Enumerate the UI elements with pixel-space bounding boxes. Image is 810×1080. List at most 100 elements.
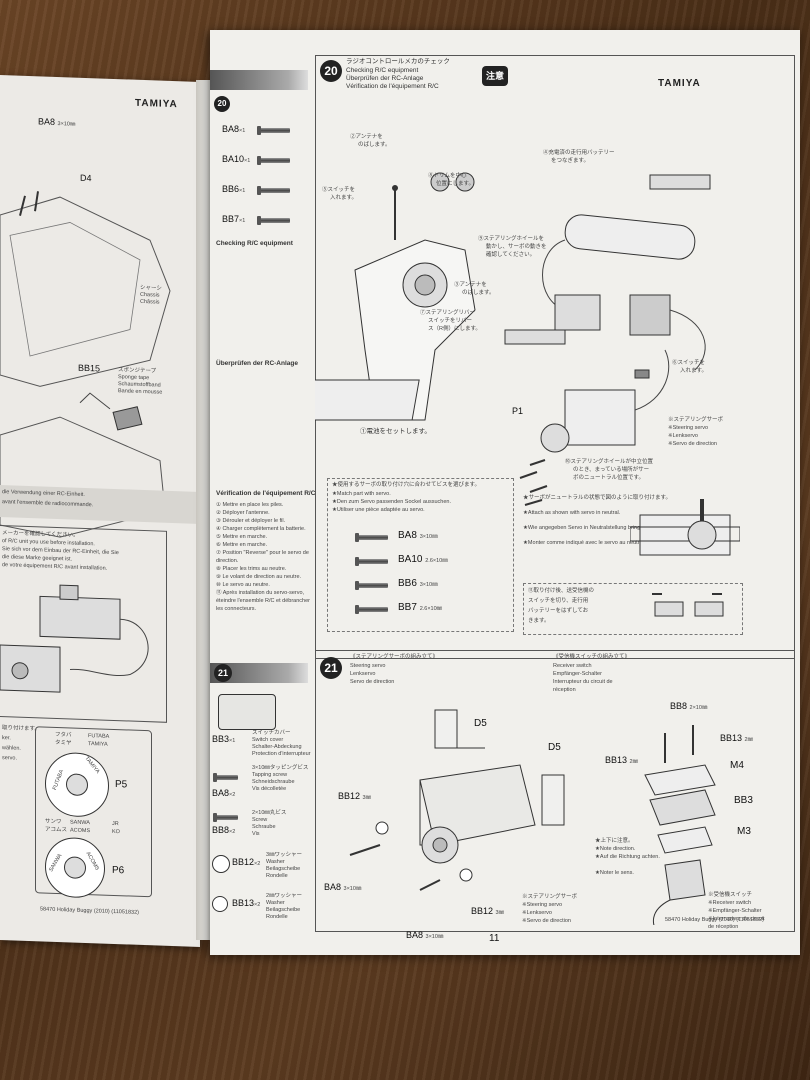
left-rx-illustration: [0, 584, 149, 693]
checklist-fr-item: les connecteurs.: [216, 606, 257, 612]
checklist-fr-item: direction.: [216, 558, 239, 564]
step21-side-bar: [210, 663, 308, 683]
label-battery-4b: をつなぎます。: [551, 158, 589, 164]
attach-note-fr: ★Monter comme indiqué avec le servo au n…: [523, 540, 645, 546]
parts-ba8: BA8×2: [212, 788, 236, 798]
label-note-en: ★Note direction.: [595, 846, 636, 852]
disc-hub-p5: [66, 773, 88, 797]
side-screw-1: [257, 156, 290, 165]
step21-switch-title-fr1: Interrupteur du circuit de: [553, 679, 613, 685]
screw-option-bb7: BB7 2.6×10㎜: [398, 602, 443, 613]
label-m3: M3: [737, 826, 751, 837]
label-reverse-7b: スイッチをリバー: [428, 318, 473, 324]
step20-title-de: Überprüfen der RC-Anlage: [346, 75, 424, 82]
left-page: TAMIYA BA8 3×10㎜ D4 シャーシ Chassis Châssis…: [0, 75, 200, 947]
checklist-fr-item: ⑪ Après installation du servo-servo,: [216, 590, 305, 596]
checklist-fr-item: ③ Dérouler et déployer le fil.: [216, 518, 286, 524]
checklist-fr-item: ④ Charger complètement la batterie.: [216, 526, 306, 532]
left-chassis-label-ja: シャーシ: [140, 284, 162, 292]
parts-bb3: BB3×1: [212, 734, 236, 744]
jr-label: JR: [112, 820, 119, 828]
parts-bb13-en: Washer: [266, 900, 285, 906]
left-part-bb15: BB15: [78, 362, 101, 374]
servo-neutral-illustration: [630, 499, 740, 556]
book-spine-fold: [196, 80, 214, 940]
label-neutral-10: ⑩ステアリングホイールが中立位置: [565, 459, 654, 465]
screw-icon: [355, 533, 388, 542]
label-servo-de: ※Lenkservo: [668, 433, 698, 439]
label-rx-fr1: ※Interrupteur du circuit: [708, 916, 765, 922]
label-batt-1: ①電池をセットします。: [360, 428, 431, 435]
parts-ba8-fr: Vis décolletée: [252, 786, 287, 792]
parts-ba8-de: Schneidschraube: [252, 779, 295, 785]
tamiya-label: TAMIYA: [88, 741, 108, 748]
label-step21-servo-ja: ※ステアリングサーボ: [522, 894, 578, 900]
label-switch-5: ⑤スイッチを: [322, 187, 356, 193]
side-part-2: BB6×1: [222, 184, 246, 194]
label-steer-9b: 動かし、サーボの動きを: [486, 244, 547, 250]
label-bb13-a: BB13 2㎜: [720, 733, 754, 743]
label-servo-fr: ※Servo de direction: [668, 441, 717, 447]
label-switch-6: ⑥スイッチを: [672, 360, 706, 366]
step21-servo-title-en: Steering servo: [350, 663, 386, 669]
acoms-ja: アコムス: [45, 826, 68, 834]
parts-bb8-de: Schraube: [252, 824, 276, 830]
page-number: 11: [489, 933, 500, 944]
screw-icon: [213, 773, 238, 782]
step20-rc-diagram: [315, 172, 711, 506]
parts-bb12-fr: Rondelle: [266, 873, 288, 879]
checklist-title-en: Checking R/C equipment: [216, 240, 293, 247]
parts-bb12-ja: 3㎜ワッシャー: [266, 852, 303, 858]
label-ba8-b: BA8 3×10㎜: [406, 930, 444, 940]
ko-label: KO: [112, 828, 120, 836]
label-servo-en: ※Steering servo: [668, 425, 709, 431]
label-ba8-a: BA8 3×10㎜: [324, 882, 362, 892]
step20-box: [315, 55, 795, 659]
checklist-title-de: Überprüfen der RC-Anlage: [216, 360, 298, 367]
futaba-label: FUTABA: [88, 733, 110, 740]
step20-title-ja: ラジオコントロールメカのチェック: [346, 58, 450, 65]
right-page: TAMIYA 20 BA8×1 BA10×1 BB6×1 BB7×1 Check…: [210, 30, 800, 955]
disc-hub-p6: [64, 856, 86, 880]
checklist-fr-item: ⑧ Placer les trims au neutre.: [216, 566, 287, 572]
parts-bb8-ja: 2×10㎜丸ビス: [252, 810, 287, 816]
acoms-label: ACOMS: [70, 827, 91, 835]
parts-bb12-en: Washer: [266, 859, 285, 865]
match-note-de: ★Den zum Servo passenden Sockel aussuche…: [332, 499, 451, 505]
label-m4: M4: [730, 760, 744, 771]
side-screw-0: [257, 126, 290, 135]
attach-note-ja: ★サーボがニュートラルの状態で図のように取り付けます。: [523, 495, 671, 501]
screw-option-bb6: BB6 3×10㎜: [398, 578, 438, 589]
note-11-box: [523, 583, 743, 635]
label-servo-ja: ※ステアリングサーボ: [668, 417, 724, 423]
screw-select-box: [327, 478, 514, 632]
step20-side-badge: 20: [214, 96, 230, 112]
part-p6: P6: [112, 864, 125, 877]
screw-icon: [355, 605, 388, 614]
step21-side-badge: 21: [214, 664, 232, 682]
step21-assembly-diagram: [349, 709, 716, 925]
side-part-3: BB7×1: [222, 214, 246, 224]
step20-title-en: Checking R/C equipment: [346, 67, 419, 74]
parts-bb12: BB12×2: [232, 857, 261, 867]
left-frag-2: ker.: [2, 735, 11, 742]
step20-badge: 20: [320, 60, 342, 82]
match-note-ja: ★使用するサーボの取り付け穴に合わせてビスを選びます。: [332, 482, 480, 488]
label-battery-4: ④充電済の走行用バッテリー: [543, 150, 615, 156]
left-frag-3: wählen.: [2, 745, 21, 752]
label-p1: P1: [512, 406, 524, 416]
step21-servo-title-de: Lenkservo: [350, 671, 376, 677]
screw-icon: [355, 557, 388, 566]
checklist-fr-item: ⑤ Mettre en marche.: [216, 534, 268, 540]
label-antenna-3b: のばします。: [462, 290, 495, 296]
screw-option-ba10: BA10 2.6×10㎜: [398, 554, 448, 565]
right-brand-logo: TAMIYA: [658, 78, 701, 89]
label-bb12-3: BB12 3㎜: [338, 791, 372, 801]
label-steer-9c: 確認してください。: [486, 252, 536, 258]
washer-icon: [212, 896, 228, 912]
label-d5-b: D5: [548, 742, 561, 753]
label-bb3: BB3: [734, 795, 753, 806]
parts-bb13-de: Beilagscheibe: [266, 907, 301, 913]
match-note-fr: ★Utiliser une pièce adaptée au servo.: [332, 507, 425, 513]
parts-bb3-fr: Protection d'interrupteur: [252, 751, 311, 757]
